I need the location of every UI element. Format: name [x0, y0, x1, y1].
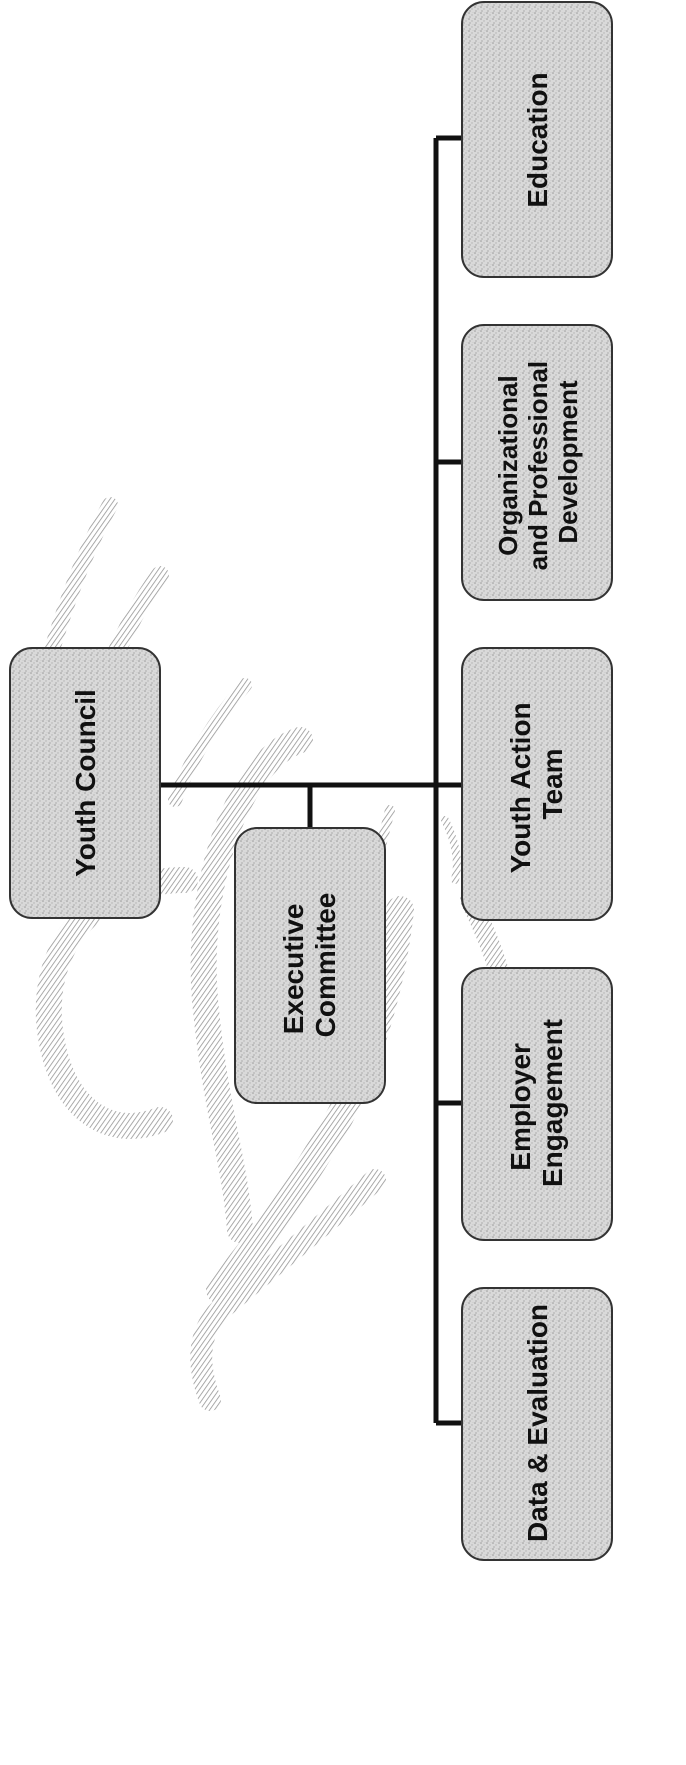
- org-professional-development-box: Organizational and Professional Developm…: [461, 324, 613, 601]
- employer-engagement-label-line-1: Employer: [505, 1043, 536, 1171]
- youth-action-team-label-line-2: Team: [537, 748, 568, 819]
- youth-action-team-box: Youth Action Team: [461, 647, 613, 921]
- svg-text:Youth Council: Youth Council: [70, 689, 101, 877]
- connector-lines: [160, 135, 492, 1426]
- svg-text:Data & Evaluation: Data & Evaluation: [522, 1304, 553, 1542]
- youth-council-label: Youth Council: [70, 689, 101, 877]
- svg-text:Organizational and Profe: Organizational and Professional Developm…: [493, 354, 583, 571]
- svg-text:Employer Engagement: Employer Engagement: [505, 1019, 568, 1187]
- svg-text:Education: Education: [522, 72, 553, 207]
- org-prof-dev-label-line-2: and Professional: [523, 361, 553, 571]
- executive-committee-label-line-1: Executive: [278, 904, 309, 1035]
- executive-committee-label-line-2: Committee: [310, 893, 341, 1038]
- education-label: Education: [522, 72, 553, 207]
- data-evaluation-label: Data & Evaluation: [522, 1304, 553, 1542]
- svg-text:Youth Action Team: Youth Action Team: [505, 695, 568, 874]
- data-evaluation-box: Data & Evaluation: [461, 1287, 613, 1561]
- youth-action-team-label-line-1: Youth Action: [505, 702, 536, 873]
- employer-engagement-box: Employer Engagement: [461, 967, 613, 1241]
- org-prof-dev-label-line-3: Development: [553, 380, 583, 544]
- svg-text:Executive Committee: Executive Committee: [278, 893, 341, 1038]
- education-box: Education: [461, 1, 613, 278]
- youth-council-box: Youth Council: [9, 647, 161, 919]
- employer-engagement-label-line-2: Engagement: [537, 1019, 568, 1187]
- org-prof-dev-label-line-1: Organizational: [493, 375, 523, 556]
- executive-committee-box: Executive Committee: [234, 827, 386, 1104]
